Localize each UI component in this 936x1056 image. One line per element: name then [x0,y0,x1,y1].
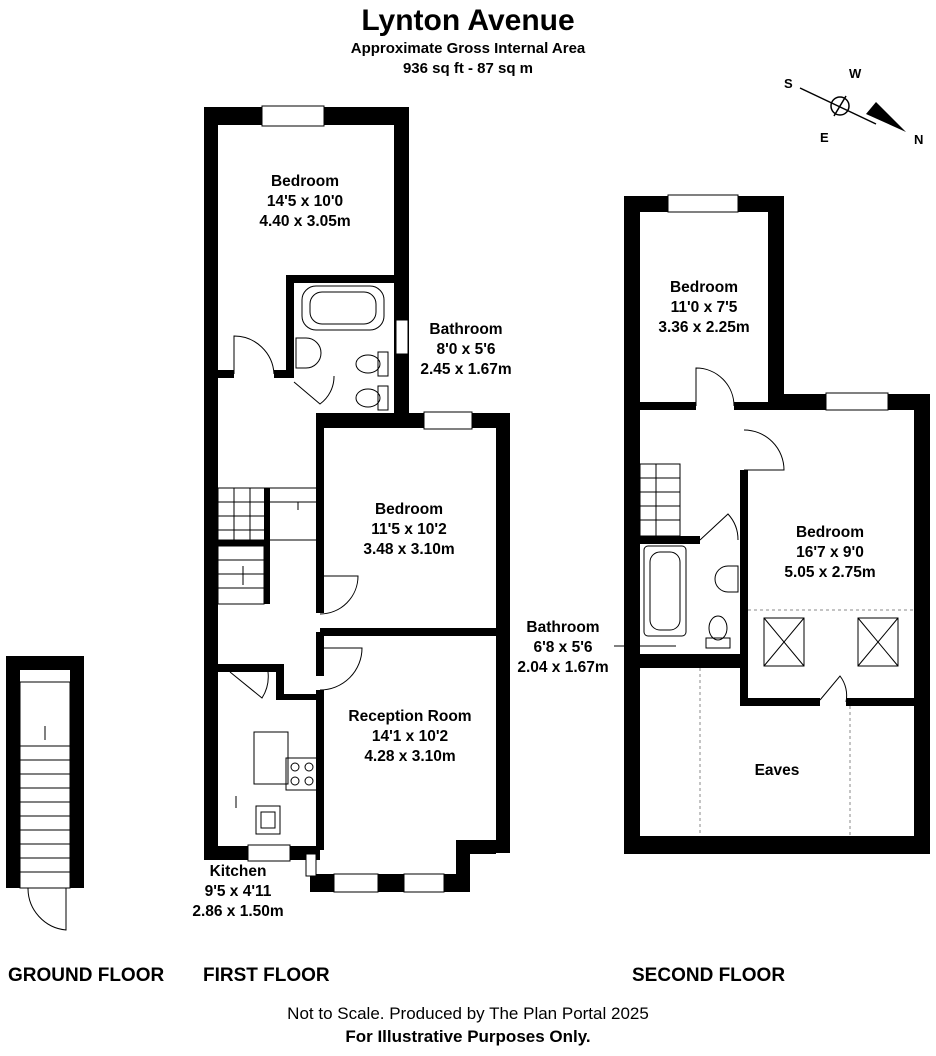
area-value: 936 sq ft - 87 sq m [402,60,534,77]
compass-west-label: W [849,66,862,81]
room-label-bedroom: Bedroom 11'5 x 10'2 3.48 x 3.10m [363,500,454,560]
room-size-metric: 2.86 x 1.50m [192,903,284,921]
room-size-imperial: 14'1 x 10'2 [371,728,449,746]
room-name: Kitchen [209,863,267,880]
room-size-imperial: 9'5 x 4'11 [204,883,272,901]
toilet-icon [355,385,389,411]
compass-north-label: N [914,132,924,147]
door-swing [699,513,739,541]
window [825,392,889,411]
kitchen-counter [235,731,319,835]
window [395,319,409,355]
floor-label-second: SECOND FLOOR [632,965,786,986]
room-label-bedroom: Bedroom 16'7 x 9'0 5.05 x 2.75m [784,523,875,583]
sink-icon [714,565,739,593]
footer-note: For Illustrative Purposes Only. [345,1027,591,1046]
room-name: Eaves [754,762,800,779]
bathtub-icon [301,285,385,331]
door-swing [233,335,275,375]
room-label-bathroom: Bathroom 8'0 x 5'6 2.45 x 1.67m [420,320,511,380]
first-floor-stairs [217,487,319,605]
door-swing [319,575,359,615]
second-floor-stairs [639,463,681,537]
room-size-imperial: 8'0 x 5'6 [436,341,496,359]
room-label-reception: Reception Room 14'1 x 10'2 4.28 x 3.10m [348,707,471,767]
compass-east-label: E [820,130,829,145]
room-size-metric: 2.45 x 1.67m [420,361,512,379]
compass-icon [799,87,906,132]
room-label-bedroom: Bedroom 14'5 x 10'0 4.40 x 3.05m [259,172,350,232]
room-size-imperial: 6'8 x 5'6 [533,639,593,657]
room-size-imperial: 11'5 x 10'2 [371,521,447,539]
door-swing [819,675,848,703]
bay-window [333,873,379,893]
window [247,844,291,862]
ground-floor-stairs [19,681,71,889]
room-name: Bedroom [669,279,739,296]
door-swing [319,647,363,691]
page-title: Lynton Avenue [361,4,575,37]
room-name: Reception Room [348,708,472,725]
room-label-bedroom: Bedroom 11'0 x 7'5 3.36 x 2.25m [658,278,749,338]
door-swing [27,887,67,931]
room-size-metric: 5.05 x 2.75m [784,564,876,582]
room-name: Bedroom [270,173,340,190]
door-swing [695,367,735,407]
skylight-icon [857,617,899,667]
door-swing [743,429,785,471]
room-size-metric: 4.28 x 3.10m [364,748,456,766]
area-label: Approximate Gross Internal Area [350,40,586,57]
room-size-metric: 3.36 x 2.25m [658,319,750,337]
bathtub-icon [643,545,687,637]
room-size-metric: 3.48 x 3.10m [363,541,455,559]
floor-label-ground: GROUND FLOOR [8,965,165,986]
room-name: Bedroom [374,501,444,518]
bay-window [305,853,317,877]
door-swing [229,671,269,699]
ground-floor-walls [6,656,84,888]
room-size-imperial: 11'0 x 7'5 [670,299,738,317]
compass-south-label: S [784,76,793,91]
room-size-metric: 4.40 x 3.05m [259,213,351,231]
room-label-kitchen: Kitchen 9'5 x 4'11 2.86 x 1.50m [192,862,283,922]
window [667,194,739,213]
door-swing [293,375,335,405]
window [261,105,325,127]
sink-icon [295,337,322,369]
room-size-metric: 2.04 x 1.67m [517,659,609,677]
window [423,411,473,430]
room-name: Bathroom [429,321,503,338]
bay-window [403,873,445,893]
skylight-icon [763,617,805,667]
footer-disclaimer: Not to Scale. Produced by The Plan Porta… [287,1004,649,1023]
room-size-imperial: 14'5 x 10'0 [266,193,344,211]
room-name: Bedroom [795,524,865,541]
floor-label-first: FIRST FLOOR [203,965,330,986]
room-size-imperial: 16'7 x 9'0 [796,544,864,562]
toilet-icon [355,351,389,377]
room-name: Bathroom [526,619,600,636]
room-label-bathroom: Bathroom 6'8 x 5'6 2.04 x 1.67m [517,618,608,678]
toilet-icon [705,615,731,649]
room-label-eaves: Eaves [755,761,800,781]
